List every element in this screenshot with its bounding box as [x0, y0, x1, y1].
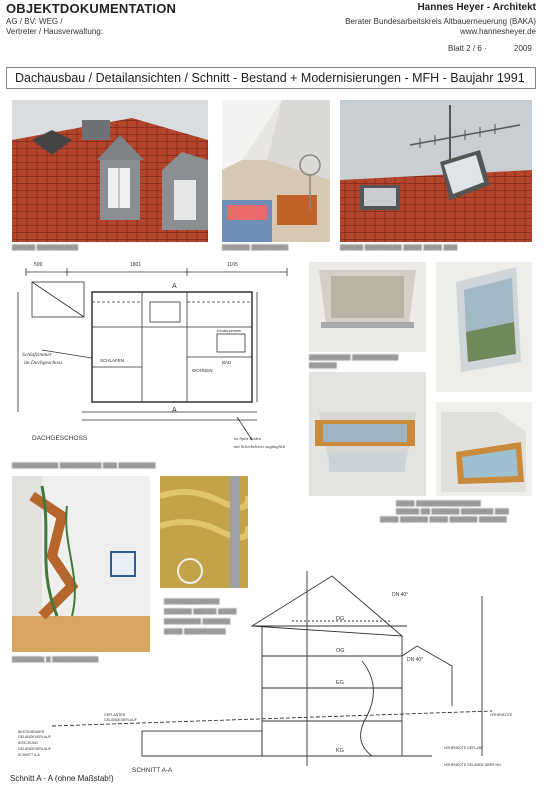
photo-skylight-antenna	[340, 100, 532, 242]
photo-insulation	[160, 476, 248, 588]
photo-staircase	[12, 476, 150, 652]
photo-caption-6: ▇▇▇▇ ▇▇▇▇▇▇▇▇▇▇▇▇▇▇	[396, 501, 481, 507]
photo-caption-3: ▇▇▇▇▇ ▇▇▇▇▇▇▇▇ ▇▇▇▇ ▇▇▇▇ ▇▇▇	[340, 245, 458, 251]
website: www.hannesheyer.de	[459, 27, 536, 36]
footer-caption: Schnitt A - A (ohne Maßstab!)	[10, 774, 114, 783]
section-legend-2: HÖHENKOTE GELÄNDE ÜBER NN	[444, 763, 501, 767]
section-label: SCHNITT A-A	[132, 767, 173, 774]
sheet-number: Blatt 2 / 6 ·	[448, 44, 487, 53]
photo-caption-8b: ▇▇▇▇▇▇ ▇▇▇▇▇ ▇▇▇▇	[164, 609, 237, 615]
section-left-7: SCHNITT A-A	[18, 753, 40, 757]
fp-room-4: Kinderzimmer	[217, 328, 242, 333]
section-right-label: HÖHENKOTE	[490, 713, 513, 717]
photo-caption-5: ▇▇▇▇▇▇▇▇▇ ▇▇▇▇▇▇▇▇▇▇	[309, 355, 399, 361]
photo-attic-room	[222, 100, 330, 242]
section-left-4: GELÄNDEVERLAUF	[18, 735, 51, 739]
section-drawing: DG OG EG KG DN 40° DN 40° SCHNITT A-A HÖ…	[12, 566, 532, 776]
photo-caption-5b: ▇▇▇▇▇▇	[309, 363, 337, 369]
document-title: OBJEKTDOKUMENTATION	[6, 1, 177, 16]
fp-label: DACHGESCHOSS	[32, 435, 88, 442]
photo-caption-8d: ▇▇▇▇ ▇▇▇▇▇▇▇▇▇	[164, 629, 226, 635]
fp-room-3: BAD	[222, 360, 232, 365]
fp-room-2: WOHNEN	[192, 368, 213, 373]
fp-room-1: SCHLAFEN	[100, 358, 124, 363]
fp-dim-c: 1165	[227, 262, 238, 268]
fp-dim-b: 1801	[130, 262, 141, 268]
affiliation: Berater Bundesarbeitskreis Altbauerneuer…	[345, 17, 536, 26]
photo-caption-2: ▇▇▇▇▇▇ ▇▇▇▇▇▇▇▇	[222, 245, 289, 251]
photo-skylight-view	[436, 262, 532, 392]
photo-caption-6b: ▇▇▇▇▇ ▇▇ ▇▇▇▇▇▇ ▇▇▇▇▇▇▇ ▇▇▇	[396, 509, 509, 515]
section-left-5: BÖSCHUNG	[18, 741, 39, 745]
section-legend-1: HÖHENKOTE GEPLANT	[444, 746, 484, 750]
photo-skylight-open	[436, 402, 532, 496]
photo-caption-1: ▇▇▇▇▇ ▇▇▇▇▇▇▇▇▇	[12, 245, 79, 251]
photo-caption-8: ▇▇▇▇▇▇▇▇▇▇▇▇	[164, 599, 220, 605]
fp-dim-top: 509	[34, 262, 43, 268]
photo-roof-dormers	[12, 100, 208, 242]
fp-note-1: Schlafzimmer	[22, 351, 53, 358]
section-dn1: DN 40°	[392, 592, 408, 598]
section-floor-eg: EG	[336, 680, 344, 686]
floorplan-drawing: 1801 509 1165 A A Schlafzimmer im Dachge…	[12, 262, 302, 458]
fp-note-4: mit Schiebeleiter zugänglich	[234, 444, 286, 449]
fp-note-3: im Spitz Boden	[234, 436, 262, 441]
section-left-1: GEPLANTER	[104, 713, 126, 717]
section-floor-og: OG	[336, 648, 345, 654]
section-dn2: DN 40°	[407, 657, 423, 663]
photo-caption-7: ▇▇▇▇▇▇▇ ▇ ▇▇▇▇▇▇▇▇▇▇	[12, 657, 99, 663]
fp-note-2: im Dachgeschoss	[24, 360, 62, 366]
photo-skylight-blind	[309, 262, 426, 352]
main-title-box: Dachausbau / Detailansichten / Schnitt -…	[6, 67, 536, 89]
photo-caption-8c: ▇▇▇▇▇▇▇▇ ▇▇▇▇▇▇	[164, 619, 231, 625]
client-line: AG / BV: WEG /	[6, 17, 63, 26]
photo-caption-6c: ▇▇▇▇ ▇▇▇▇▇▇ ▇▇▇▇ ▇▇▇▇▇▇ ▇▇▇▇▇▇	[380, 517, 507, 523]
section-floor-dg: DG	[336, 616, 344, 622]
architect-name: Hannes Heyer - Architekt	[417, 2, 536, 13]
photo-caption-4: ▇▇▇▇▇▇▇▇▇▇ ▇▇▇▇▇▇▇▇▇ ▇▇▇ ▇▇▇▇▇▇▇▇	[12, 463, 156, 469]
fp-section-bottom: A	[172, 407, 177, 414]
year: 2009	[514, 44, 532, 53]
representative-line: Vertreter / Hausverwaltung:	[6, 27, 103, 36]
section-left-6: GELÄNDEVERLAUF	[18, 747, 51, 751]
photo-skylight-wood	[309, 372, 426, 496]
fp-section-top: A	[172, 283, 177, 290]
section-floor-kg: KG	[336, 748, 344, 754]
section-left-2: GELÄNDEVERLAUF	[104, 718, 137, 722]
main-title: Dachausbau / Detailansichten / Schnitt -…	[15, 71, 525, 85]
section-left-3: BESTEHENDER	[18, 730, 45, 734]
